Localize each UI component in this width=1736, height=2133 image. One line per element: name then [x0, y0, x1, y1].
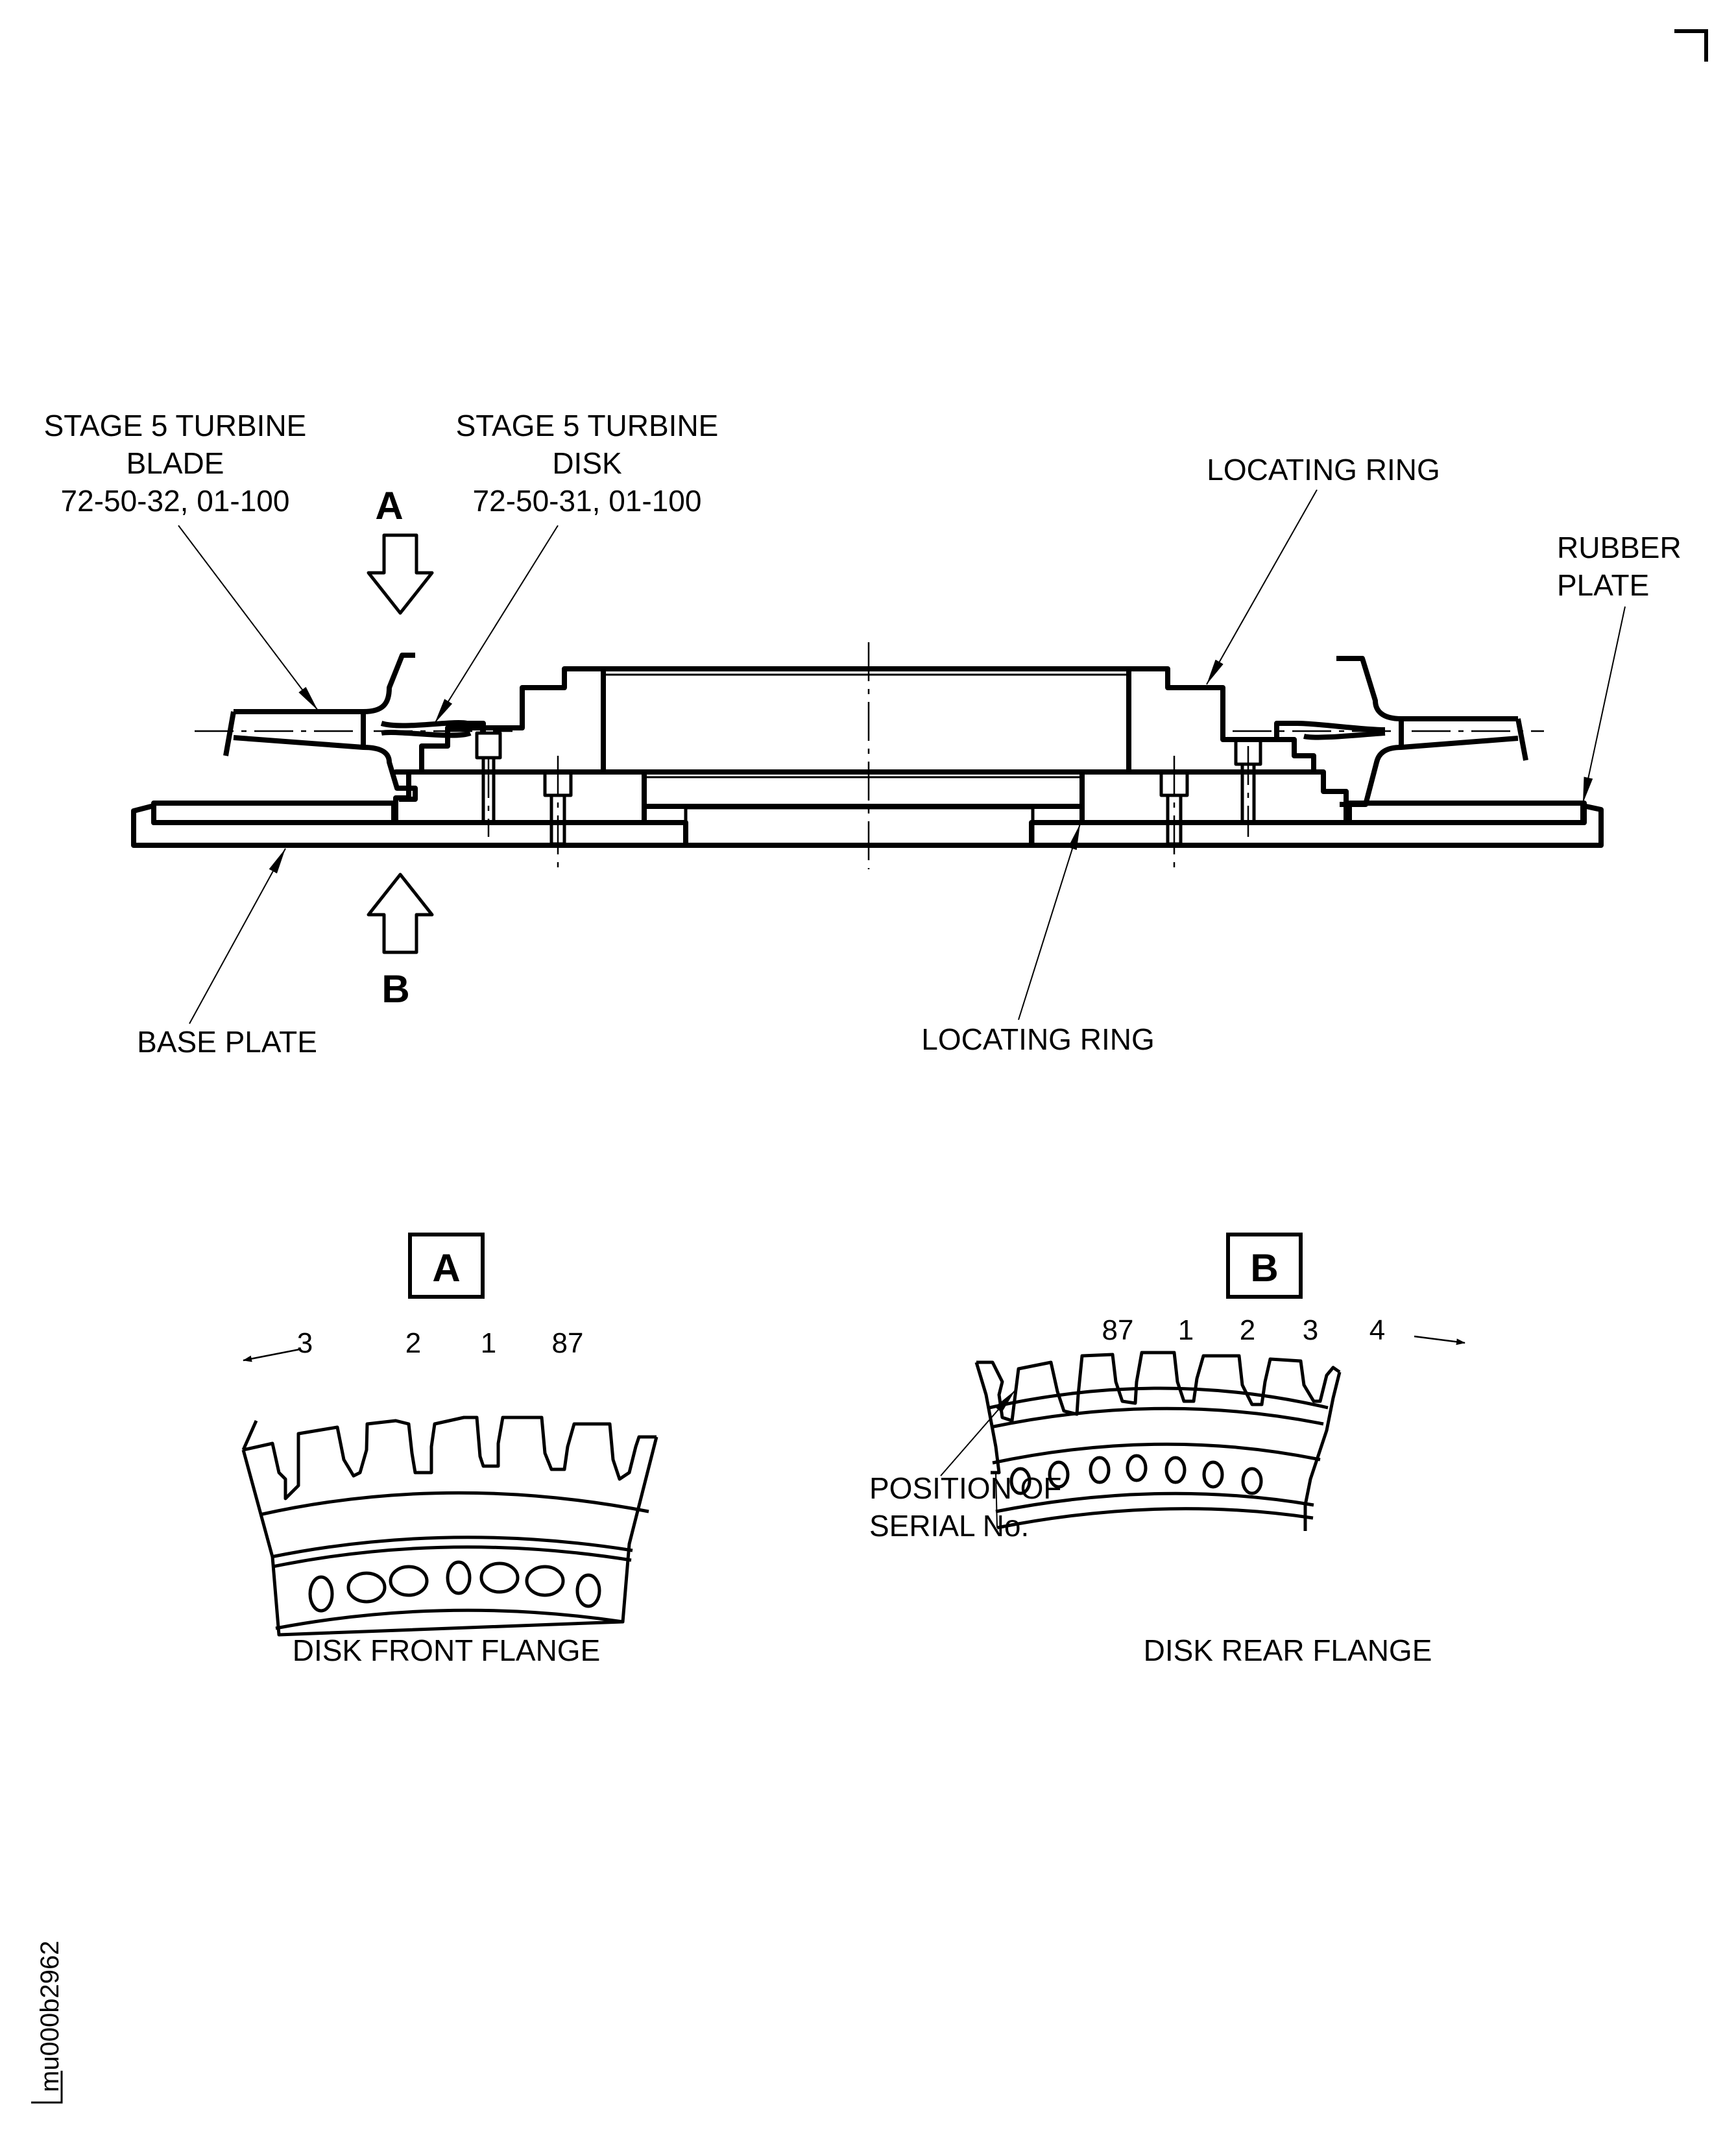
label-disk-line2: DISK — [552, 446, 622, 480]
detail-a-frame — [408, 1233, 485, 1299]
locating-ring-left-lower — [393, 769, 647, 825]
callout-serial-no-line1: POSITION OF — [869, 1471, 1061, 1505]
detail-a-slot-3: 1 — [481, 1327, 496, 1359]
detail-b-slot-5: 4 — [1369, 1314, 1385, 1346]
label-rubber-plate: RUBBER PLATE — [1557, 531, 1682, 804]
callout-serial-no-line2: SERIAL No. — [869, 1509, 1029, 1543]
detail-b-letter: B — [1250, 1246, 1278, 1290]
label-blade: STAGE 5 TURBINE BLADE 72-50-32, 01-100 — [44, 409, 319, 711]
detail-b-frame — [1226, 1233, 1303, 1299]
label-disk-line1: STAGE 5 TURBINE — [456, 409, 719, 442]
detail-b-slot-1: 87 — [1102, 1314, 1134, 1346]
label-rubber-plate-line1: RUBBER — [1557, 531, 1682, 564]
drawing-id: mu000b2962 — [31, 1940, 64, 2104]
label-locating-ring-top-text: LOCATING RING — [1207, 453, 1440, 487]
turbine-blade-left — [195, 653, 512, 802]
view-arrow-a: A — [367, 484, 434, 615]
base-plate-left — [131, 803, 688, 848]
rubber-plate-right — [1347, 801, 1587, 825]
label-base-plate: BASE PLATE — [137, 848, 317, 1059]
detail-b-slot-3: 2 — [1240, 1314, 1255, 1346]
base-plate-right — [1029, 803, 1604, 848]
detail-view-b: B 87 1 2 3 4 POSITION OF S — [869, 1233, 1465, 1667]
detail-a-letter: A — [432, 1246, 460, 1290]
detail-a-caption: DISK FRONT FLANGE — [293, 1633, 601, 1667]
label-blade-line2: BLADE — [127, 446, 224, 480]
turbine-blade-right — [1233, 656, 1544, 807]
direction-arrow-left-icon — [243, 1348, 300, 1362]
direction-arrow-right-icon — [1414, 1335, 1465, 1345]
locating-ring-right-lower — [1079, 769, 1349, 825]
label-base-plate-text: BASE PLATE — [137, 1025, 317, 1059]
corner-mark — [1674, 29, 1708, 62]
label-locating-ring-top: LOCATING RING — [1206, 453, 1440, 685]
drawing-id-text: mu000b2962 — [36, 1940, 64, 2092]
rubber-plate-left — [151, 801, 396, 825]
view-arrow-a-label: A — [375, 484, 403, 527]
detail-view-a: A 3 2 1 87 DISK FRONT FLANGE — [241, 1233, 658, 1667]
label-locating-ring-bottom-text: LOCATING RING — [921, 1022, 1155, 1056]
detail-a-slot-2: 2 — [405, 1327, 421, 1359]
flange-rear-drawing — [974, 1351, 1342, 1531]
label-disk-line3: 72-50-31, 01-100 — [473, 484, 702, 518]
label-rubber-plate-line2: PLATE — [1557, 568, 1649, 602]
label-disk: STAGE 5 TURBINE DISK 72-50-31, 01-100 — [434, 409, 719, 724]
locating-ring-right-upper — [1126, 666, 1316, 775]
detail-b-slot-4: 3 — [1303, 1314, 1318, 1346]
label-blade-line3: 72-50-32, 01-100 — [61, 484, 290, 518]
flange-front-drawing — [241, 1416, 658, 1637]
detail-a-slot-1: 3 — [297, 1327, 313, 1359]
base-plate-bore — [684, 806, 1035, 847]
label-blade-line1: STAGE 5 TURBINE — [44, 409, 307, 442]
detail-b-slot-2: 1 — [1178, 1314, 1194, 1346]
view-arrow-b: B — [367, 873, 434, 1011]
callout-serial-no: POSITION OF SERIAL No. — [869, 1390, 1061, 1543]
view-arrow-b-label: B — [381, 967, 409, 1011]
detail-a-slot-4: 87 — [552, 1327, 584, 1359]
locating-ring-left-upper — [419, 666, 606, 775]
detail-b-caption: DISK REAR FLANGE — [1144, 1633, 1432, 1667]
label-locating-ring-bottom: LOCATING RING — [921, 823, 1155, 1056]
section-view — [131, 642, 1604, 869]
